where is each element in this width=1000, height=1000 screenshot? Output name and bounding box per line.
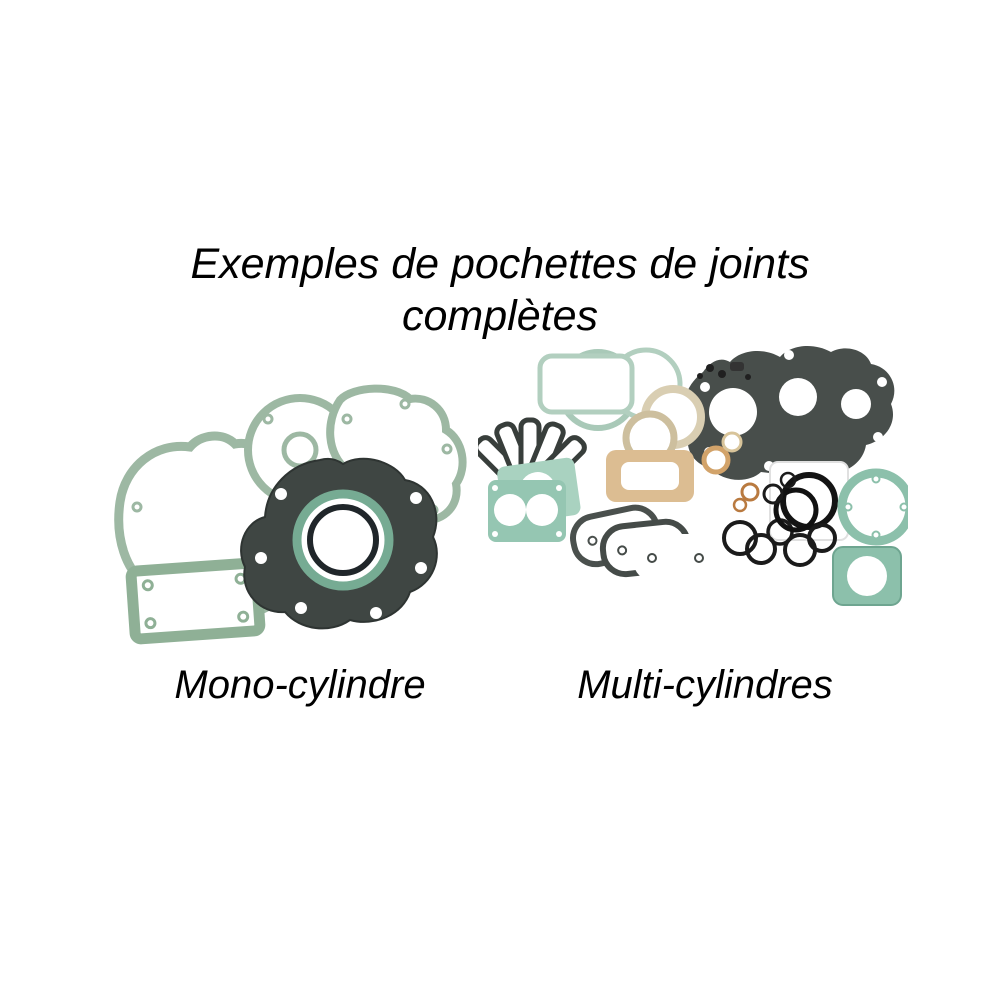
tan-gaskets [606, 431, 743, 502]
valve-cover-gaskets-stack [570, 504, 718, 582]
head-gasket-ring [292, 489, 394, 591]
mono-cylinder-figure [95, 372, 475, 647]
mono-cylinder-gasket-photo [114, 384, 467, 645]
mono-cylinder-label: Mono-cylindre [174, 663, 426, 707]
o-ring-cluster [722, 471, 837, 567]
background-sage-gasket-outlines [537, 347, 683, 431]
multi-cylinder-figure [478, 342, 908, 627]
cylinder-base-gaskets-teal [488, 457, 581, 542]
multi-cylinder-gasket-photo [478, 345, 908, 606]
page-title: Exemples de pochettes de joints complète… [0, 238, 1000, 342]
title-line-2: complètes [402, 292, 598, 340]
rectangular-base-gasket [125, 557, 266, 645]
multi-cylinder-label: Multi-cylindres [577, 663, 833, 707]
small-grommets [697, 362, 751, 380]
title-line-1: Exemples de pochettes de joints [190, 240, 810, 288]
teal-gaskets-right [832, 468, 908, 606]
